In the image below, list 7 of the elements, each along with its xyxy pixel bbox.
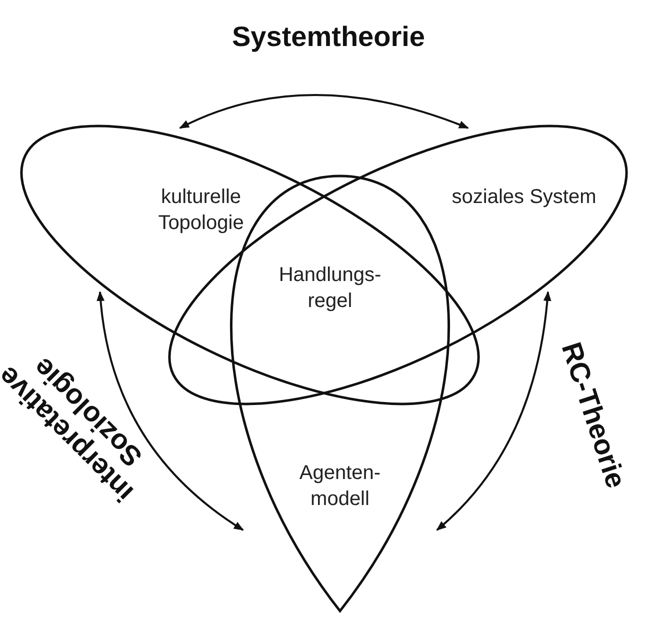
region-label: Handlungs- regel <box>278 263 382 314</box>
double-arrow <box>436 291 552 531</box>
lobe-label: Agenten- modell <box>298 461 382 512</box>
lobe-label: soziales System <box>450 185 598 210</box>
double-arrow <box>179 94 469 129</box>
lobe-label: kulturelle Topologie <box>157 185 245 236</box>
double-arrow <box>96 291 244 531</box>
